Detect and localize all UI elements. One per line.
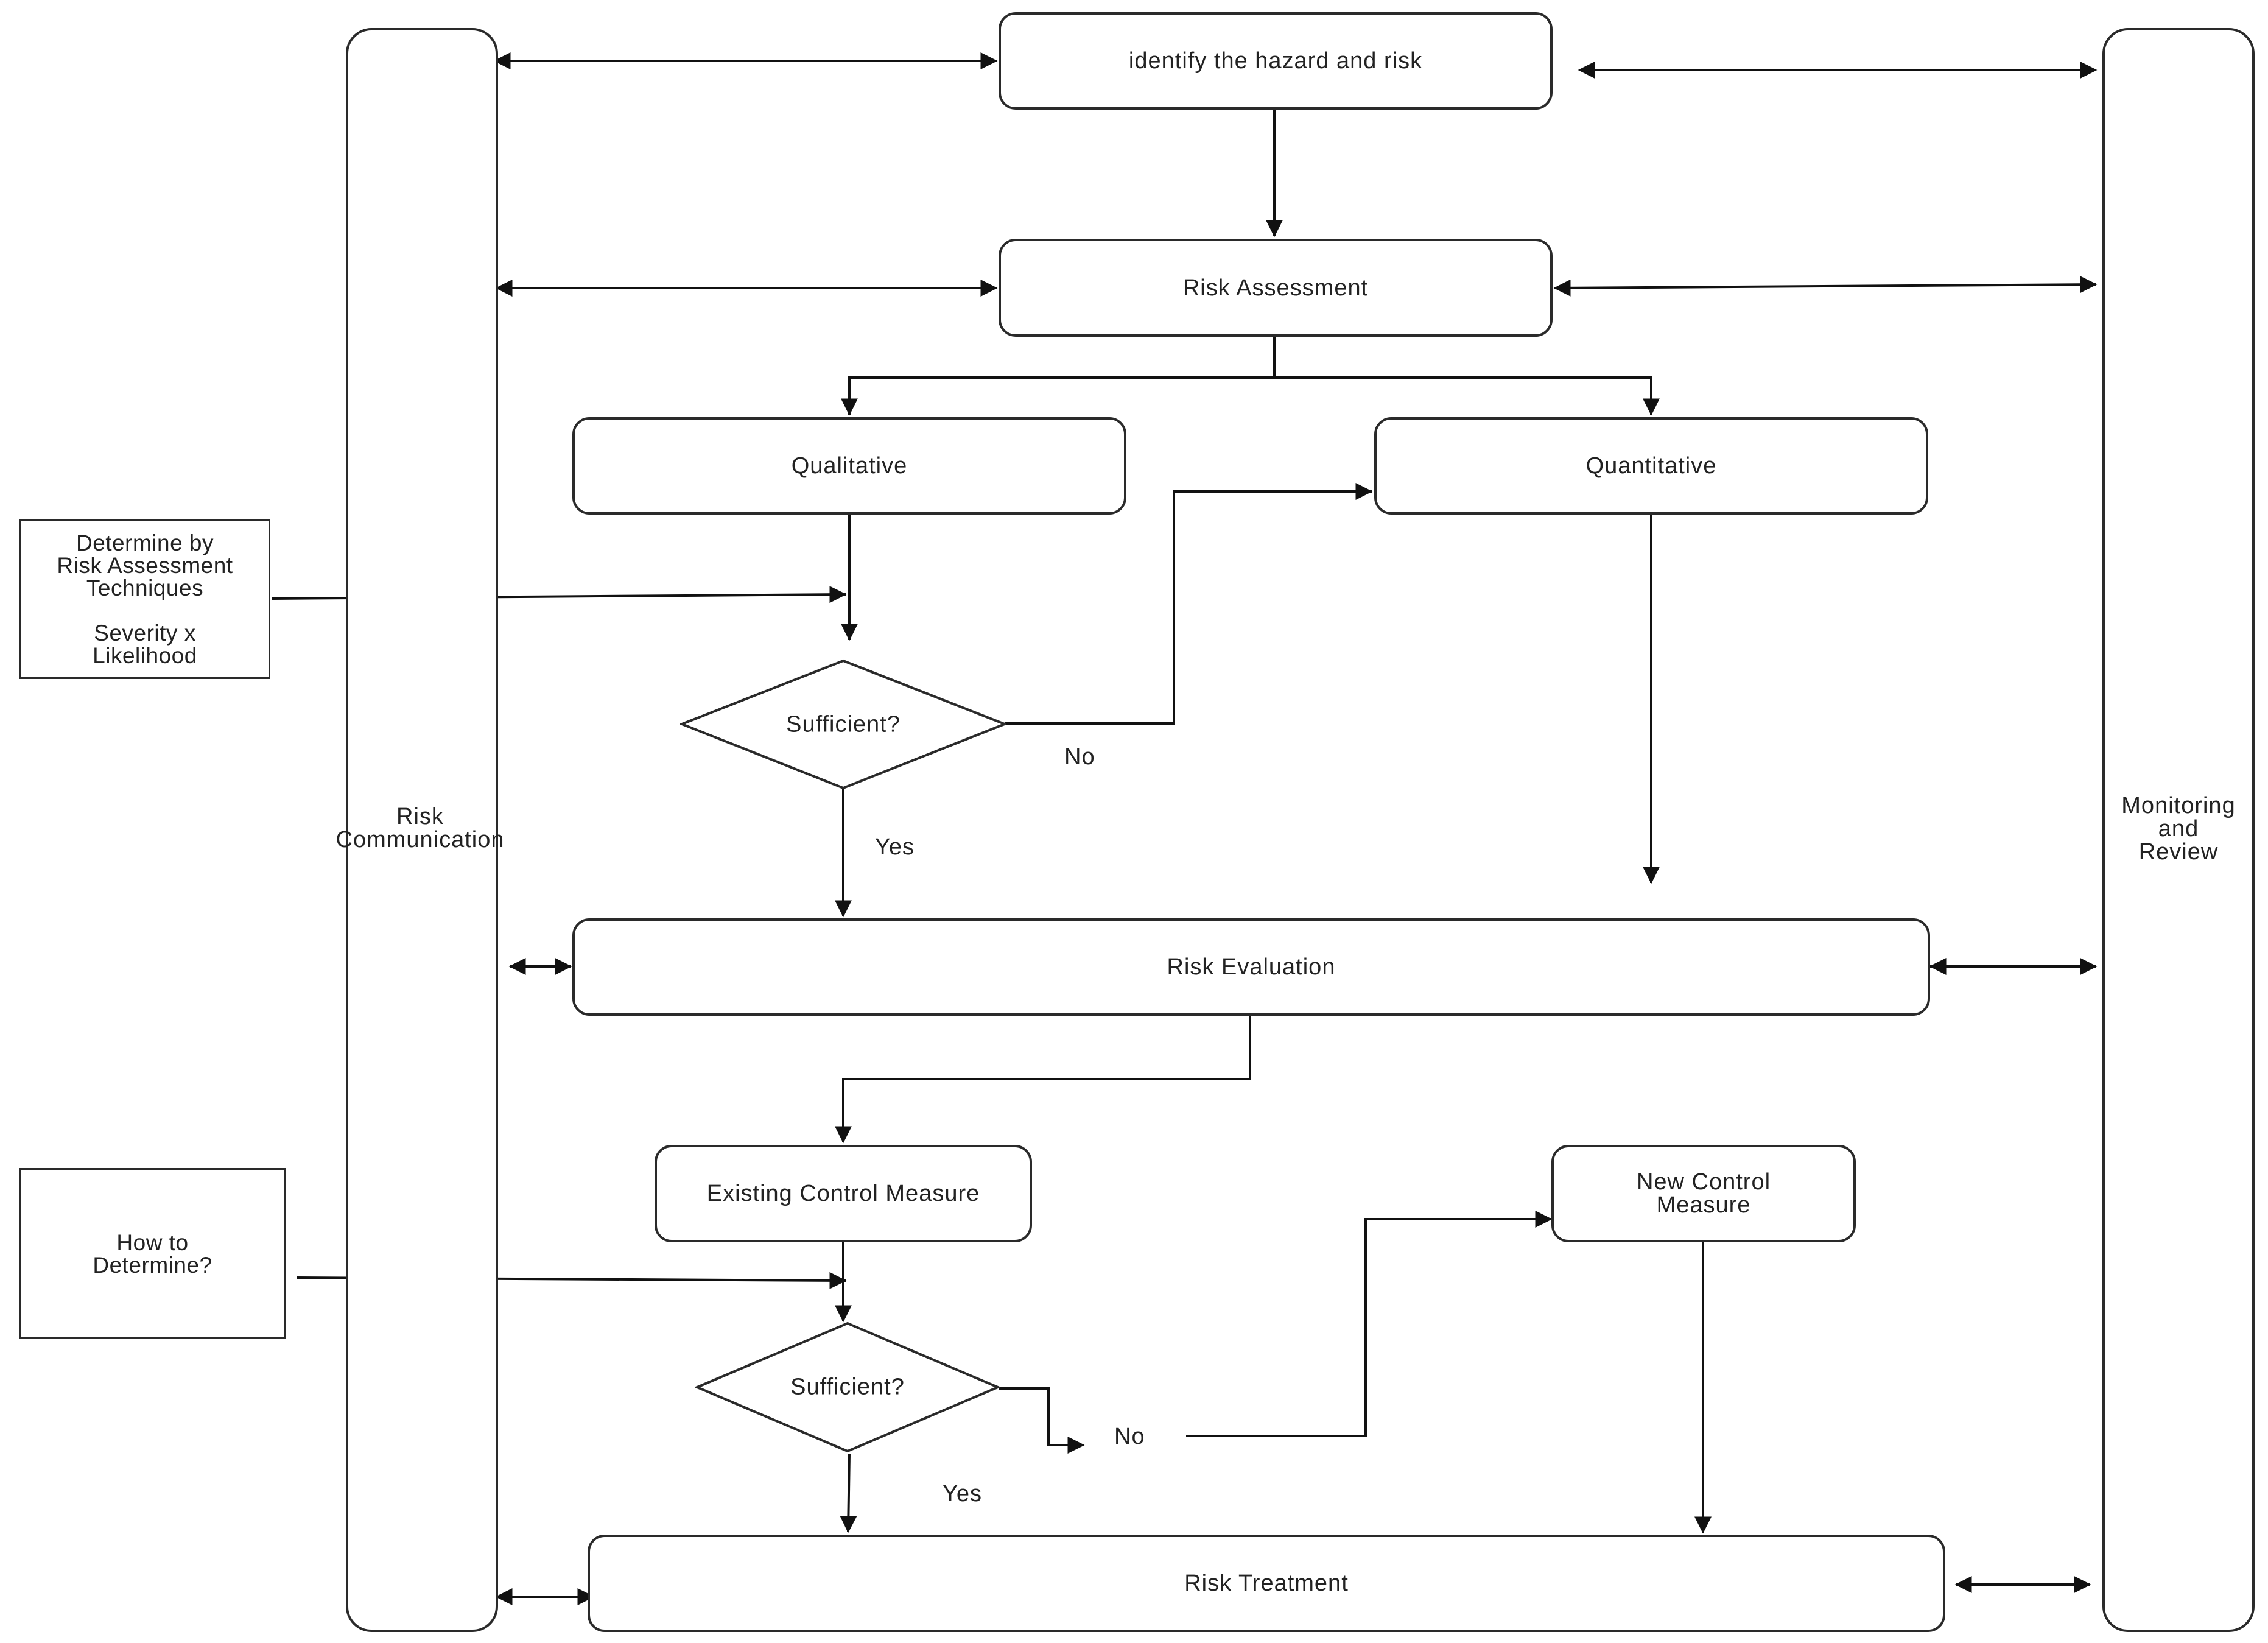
techniques-note: Determine by Risk Assessment Techniques …	[19, 519, 270, 679]
identify-hazard-step: identify the hazard and risk	[999, 12, 1553, 110]
diamond-shape	[695, 1321, 1000, 1453]
risk-evaluation-step: Risk Evaluation	[572, 918, 1930, 1016]
existing-control-step: Existing Control Measure	[655, 1145, 1032, 1242]
how-to-determine-note: How to Determine?	[19, 1168, 286, 1339]
diamond-shape	[680, 659, 1006, 790]
qualitative-step: Qualitative	[572, 417, 1126, 515]
new-control-step: New Control Measure	[1551, 1145, 1856, 1242]
flow-no-newcontrol	[1186, 1211, 1553, 1437]
quantitative-step: Quantitative	[1374, 417, 1928, 515]
monitoring-review-label: Monitoring and Review	[2121, 793, 2236, 865]
decision2-yes-label: Yes	[943, 1481, 982, 1507]
link-assessment-monitor	[1553, 276, 2098, 297]
decision2-no-label: No	[1114, 1424, 1145, 1449]
flow-assessment-qualitative	[841, 337, 1276, 416]
flow-decision2-yes	[840, 1453, 857, 1533]
decision1-no-label: No	[1064, 744, 1095, 770]
sufficient-decision-1: Sufficient?	[680, 659, 1006, 790]
flow-decision1-no	[1005, 483, 1373, 725]
sufficient-decision-1-label: Sufficient?	[786, 711, 901, 737]
flow-decision2-no	[999, 1387, 1085, 1454]
sufficient-decision-2-label: Sufficient?	[790, 1374, 905, 1400]
risk-assessment-step: Risk Assessment	[999, 239, 1553, 337]
sufficient-decision-2: Sufficient?	[695, 1321, 1000, 1453]
flow-assessment-quantitative	[1274, 376, 1660, 416]
risk-treatment-step: Risk Treatment	[588, 1535, 1945, 1632]
risk-communication-label: Risk Communication	[335, 804, 505, 853]
flow-evaluation-existing	[835, 1016, 1251, 1144]
decision1-yes-label: Yes	[875, 834, 915, 860]
monitoring-review-lane	[2102, 28, 2255, 1632]
risk-communication-lane	[346, 28, 498, 1632]
